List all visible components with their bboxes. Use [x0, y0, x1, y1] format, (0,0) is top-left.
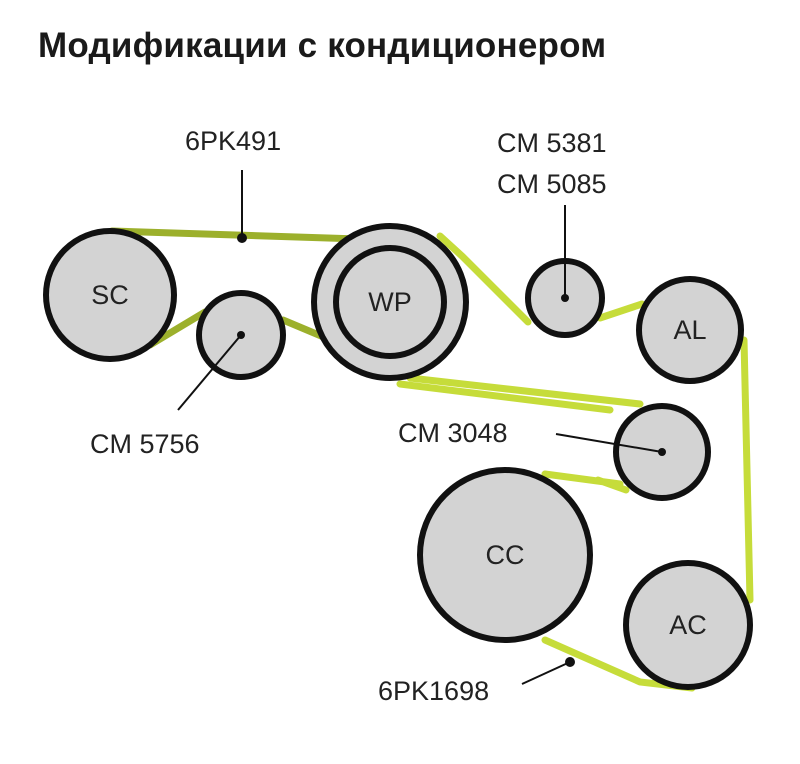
label-cm5381: CM 5381 — [497, 128, 607, 158]
pulley-al-label: AL — [673, 315, 706, 345]
label-cm3048: CM 3048 — [398, 418, 508, 448]
pulley-ac-label: AC — [669, 610, 707, 640]
belt-6pk1698 — [396, 232, 754, 692]
pulley-sc — [43, 228, 177, 362]
label-6pk491: 6PK491 — [185, 126, 281, 156]
leader-cm3048 — [555, 433, 663, 453]
leader-cm5756 — [177, 334, 242, 411]
diagram-title: Модификации с кондиционером — [38, 26, 607, 65]
belt-marker-dot — [237, 233, 247, 243]
pulley-wp-label: WP — [368, 287, 412, 317]
label-cm5756: CM 5756 — [90, 429, 200, 459]
label-cm5085: CM 5085 — [497, 169, 607, 199]
pulley-sc-label: SC — [91, 280, 129, 310]
pulley-cc — [417, 467, 593, 643]
pulley-cc-label: CC — [486, 540, 525, 570]
leader-6pk1698 — [521, 661, 571, 685]
pulley-al — [636, 276, 744, 384]
label-6pk1698: 6PK1698 — [378, 676, 489, 706]
pulley-wp-inner — [333, 245, 447, 359]
pulley-ac — [623, 560, 753, 690]
belt-marker-dot — [565, 657, 575, 667]
